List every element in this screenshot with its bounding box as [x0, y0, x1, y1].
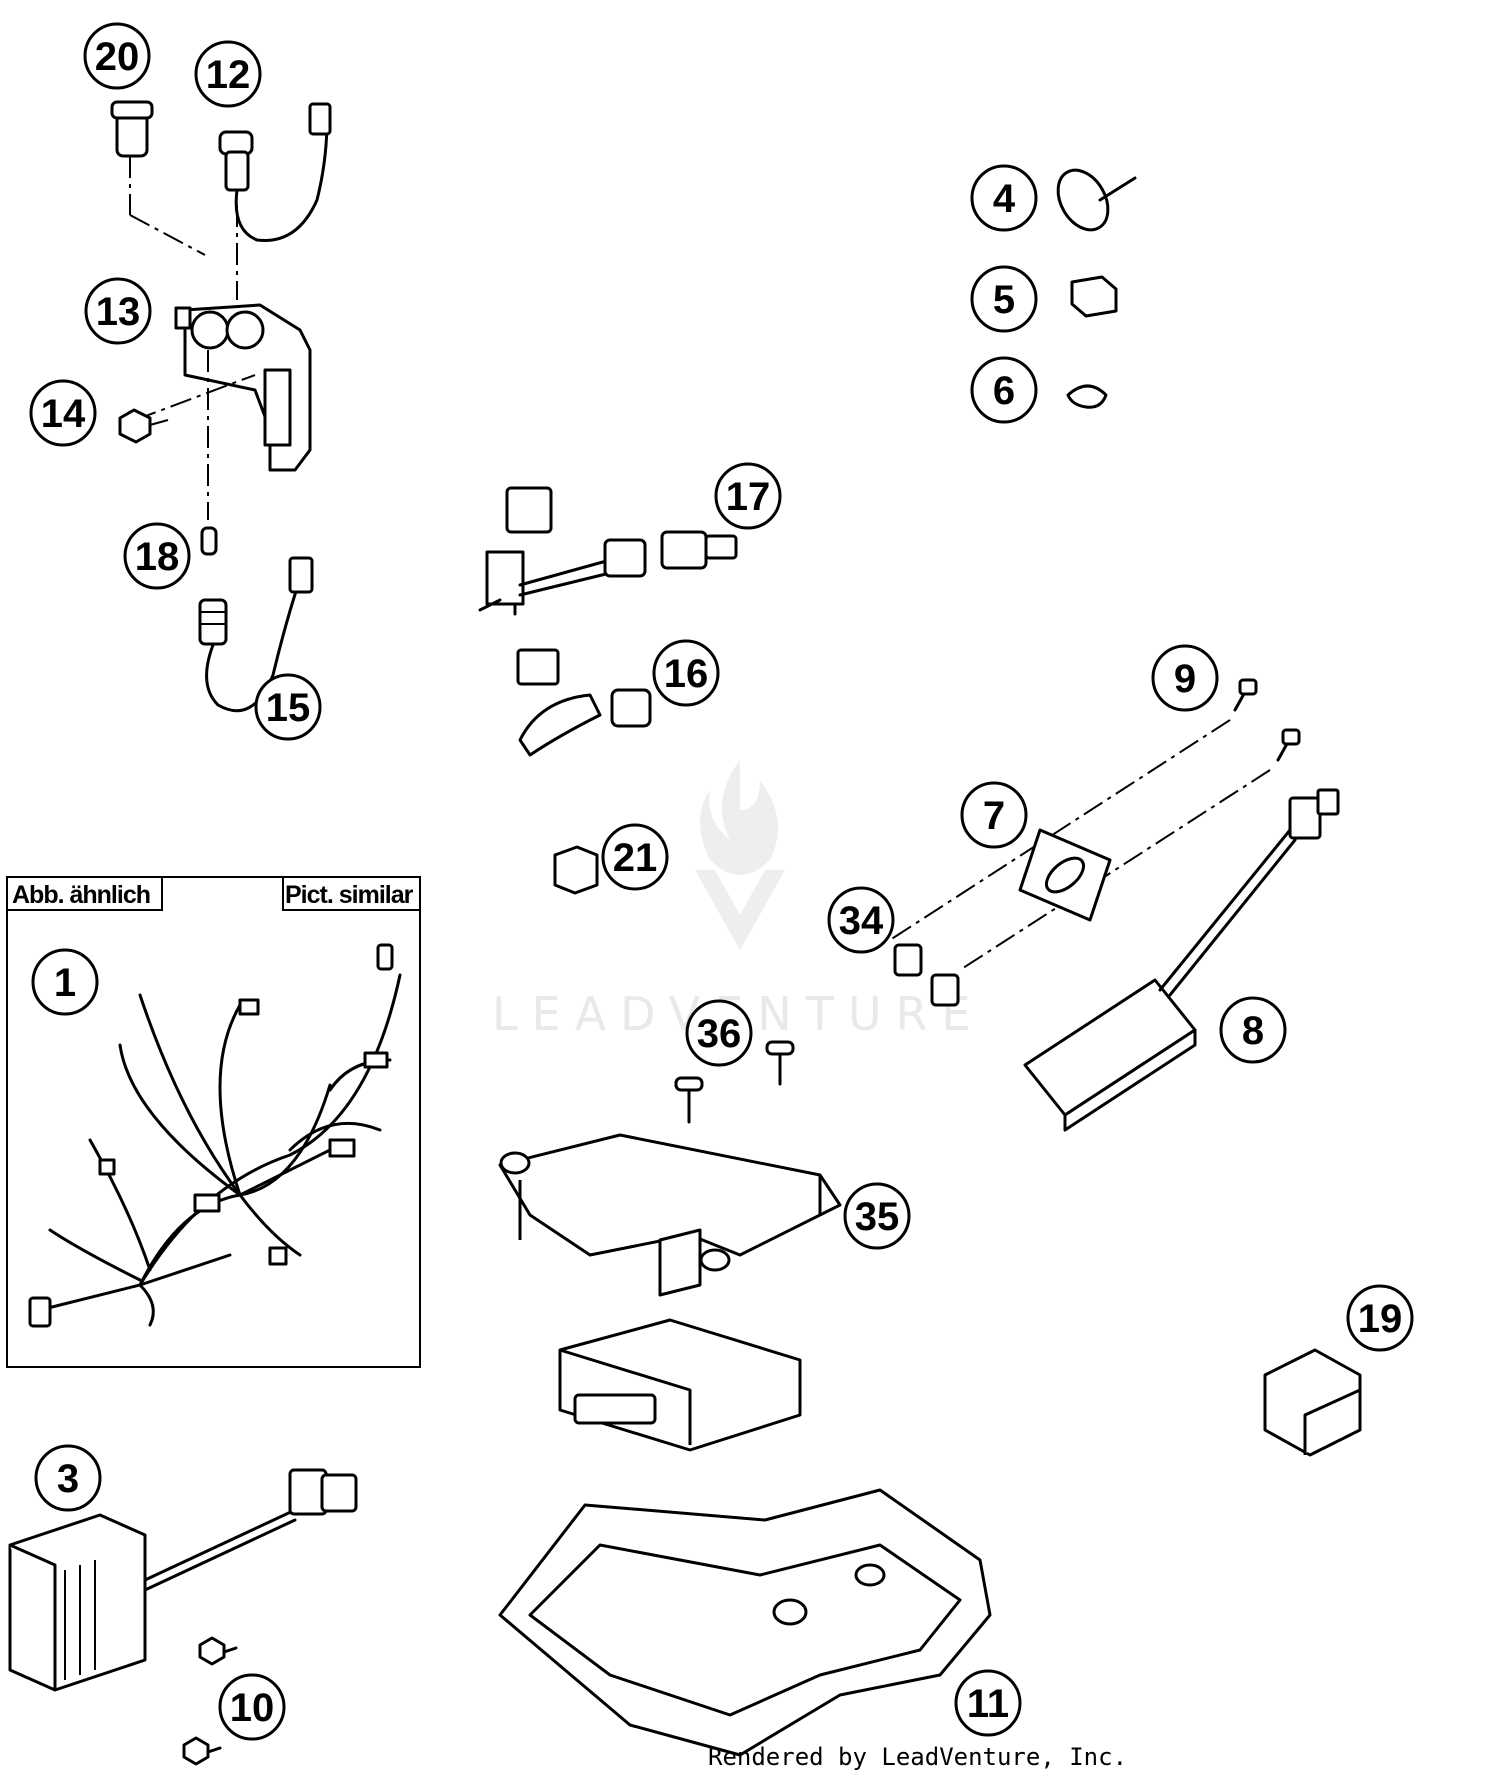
callout-16: 16 [652, 639, 720, 707]
watermark: LEADVENTURE [492, 760, 971, 1041]
svg-text:7: 7 [983, 794, 1005, 838]
part-4-cable-tie [1056, 168, 1137, 232]
callout-8: 8 [1219, 996, 1287, 1064]
svg-text:12: 12 [206, 53, 251, 97]
svg-text:20: 20 [95, 35, 140, 79]
panel-label-right: Pict. similar [285, 881, 414, 909]
callout-9: 9 [1151, 644, 1219, 712]
part-12-bulb-socket [218, 102, 332, 242]
part-11-tray [498, 1488, 992, 1757]
part-10-screws [182, 1636, 238, 1766]
callout-6: 6 [970, 356, 1038, 424]
svg-text:8: 8 [1242, 1009, 1264, 1053]
callout-34: 34 [827, 886, 895, 954]
part-34-sleeves [893, 943, 960, 1007]
svg-text:18: 18 [135, 535, 180, 579]
svg-text:9: 9 [1174, 657, 1196, 701]
part-19-switch [1263, 1348, 1362, 1457]
svg-text:10: 10 [230, 1686, 275, 1730]
svg-text:17: 17 [726, 475, 771, 519]
part-8-control-unit [1023, 788, 1340, 1132]
svg-text:6: 6 [993, 369, 1015, 413]
callout-21: 21 [601, 823, 669, 891]
part-9-bolts [889, 678, 1301, 971]
callout-13: 13 [84, 277, 152, 345]
svg-text:13: 13 [96, 290, 141, 334]
svg-text:4: 4 [993, 177, 1016, 221]
part-14-screw [118, 408, 169, 444]
callout-35: 35 [843, 1182, 911, 1250]
part-6-clip [1066, 384, 1108, 409]
part-11-control-unit [558, 1318, 802, 1452]
callout-4: 4 [970, 164, 1038, 232]
callout-11: 11 [954, 1669, 1022, 1737]
callout-5: 5 [970, 265, 1038, 333]
svg-text:11: 11 [967, 1682, 1009, 1726]
svg-text:14: 14 [41, 392, 86, 436]
callout-36: 36 [685, 999, 753, 1067]
part-7-mounting-bracket [1018, 828, 1112, 922]
svg-text:36: 36 [697, 1012, 742, 1056]
part-16-connectors [516, 648, 652, 757]
callout-10: 10 [218, 1673, 286, 1741]
callout-3: 3 [34, 1444, 102, 1512]
svg-text:15: 15 [266, 686, 311, 730]
callout-17: 17 [714, 462, 782, 530]
svg-text:34: 34 [839, 899, 884, 943]
svg-text:35: 35 [855, 1195, 900, 1239]
part-15-bulb-socket [198, 556, 314, 713]
callout-18: 18 [123, 522, 191, 590]
part-21-connector-housing [553, 845, 599, 895]
callout-14: 14 [29, 379, 97, 447]
part-36-screws [674, 1040, 795, 1124]
part-13-bracket [174, 303, 312, 472]
callout-20: 20 [83, 22, 151, 90]
svg-text:16: 16 [664, 652, 709, 696]
part-20-plug [110, 100, 154, 158]
svg-text:3: 3 [57, 1457, 79, 1501]
part-35-holder [498, 1133, 842, 1297]
panel-harness: Abb. ähnlich Pict. similar [6, 876, 421, 1368]
part-17-connector-cable [478, 486, 738, 616]
footer-credit: Rendered by LeadVenture, Inc. [708, 1743, 1127, 1771]
callout-12: 12 [194, 40, 262, 108]
svg-text:19: 19 [1358, 1297, 1403, 1341]
callout-7: 7 [960, 781, 1028, 849]
svg-text:21: 21 [613, 836, 658, 880]
part-3-regulator [8, 1468, 358, 1692]
callout-15: 15 [254, 673, 322, 741]
svg-text:5: 5 [993, 278, 1015, 322]
part-1-wiring-harness [28, 943, 402, 1328]
part-5-clip [1070, 275, 1118, 318]
callout-1: 1 [31, 948, 99, 1016]
part-18-bulb [200, 526, 218, 556]
callout-19: 19 [1346, 1284, 1414, 1352]
panel-label-left: Abb. ähnlich [12, 881, 150, 909]
svg-text:1: 1 [54, 961, 76, 1005]
